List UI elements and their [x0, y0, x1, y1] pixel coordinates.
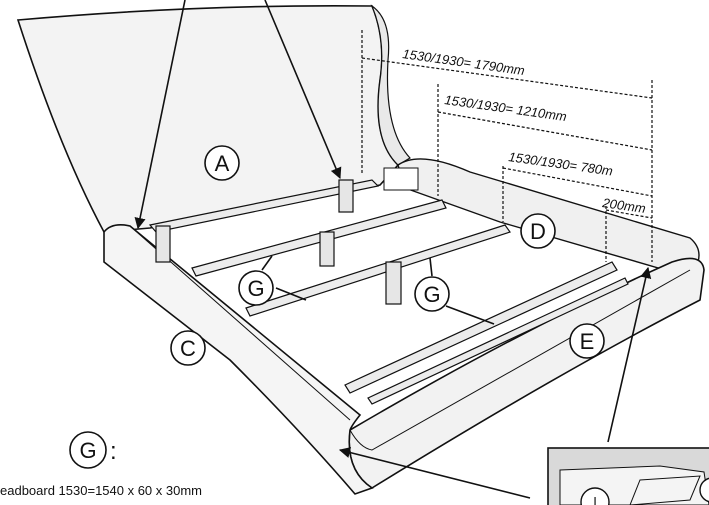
arrow-to-centre-leg: [264, 0, 342, 180]
part-labels: [69, 145, 605, 469]
label-circle-G-legend: [69, 431, 107, 469]
dimension-text-3: 1530/1930= 780m: [508, 149, 614, 179]
dimension-text-4: 200mm: [601, 195, 647, 216]
slat-supports: [148, 179, 629, 405]
label-circle-D: [520, 213, 556, 249]
leader-G2b: [429, 257, 433, 277]
bracket-plate: [383, 167, 419, 191]
slat-1: [148, 179, 380, 233]
inset-detail: I: [547, 447, 709, 505]
dimension-text-1: 1530/1930= 1790mm: [402, 46, 526, 78]
right-side-rail: [397, 158, 700, 273]
label-D: D: [530, 219, 546, 244]
label-circle-G2: [414, 276, 450, 312]
leg-4: [385, 261, 402, 305]
legend-colon: :: [110, 438, 117, 465]
inset-label-circle-2: [699, 477, 709, 503]
leader-G1: [275, 287, 307, 301]
label-E: E: [580, 329, 595, 354]
inset-label-circle: [580, 487, 610, 505]
leader-G2: [445, 305, 495, 325]
centre-legs: [155, 179, 402, 305]
arrow-to-right-rail: [607, 266, 652, 443]
dimension-text-2: 1530/1930= 1210mm: [444, 92, 568, 124]
label-circle-A: [204, 145, 240, 181]
label-G2: G: [423, 282, 440, 307]
slat-dimension-footnote: eadboard 1530=1540 x 60 x 30mm: [0, 483, 202, 498]
label-G-legend: G: [79, 438, 96, 463]
label-A: A: [215, 151, 230, 176]
slat-3: [245, 224, 511, 317]
label-circle-C: [170, 330, 206, 366]
slat-2: [191, 199, 447, 277]
leg-3: [319, 231, 335, 267]
leader-G1b: [261, 255, 273, 271]
label-circle-E: [569, 323, 605, 359]
label-C: C: [180, 336, 196, 361]
dimension-lines: [361, 30, 653, 262]
inset-bracket: [629, 475, 701, 505]
leg-1: [338, 179, 354, 213]
inset-label: I: [593, 494, 597, 505]
footboard-top-edge: [349, 269, 691, 451]
arrow-to-footboard: [338, 447, 531, 499]
slat-5: [367, 277, 629, 405]
pointer-arrows: [134, 0, 652, 499]
label-G1: G: [247, 276, 264, 301]
arrow-to-left-rail: [134, 0, 186, 230]
leg-2: [155, 225, 171, 263]
label-circle-G1: [238, 270, 274, 306]
slat-4: [344, 261, 618, 394]
